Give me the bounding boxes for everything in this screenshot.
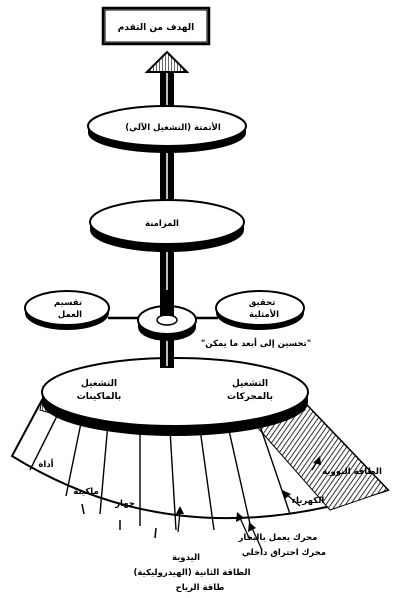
label-apparatus: جهاز (114, 499, 135, 509)
base-disc (41, 357, 309, 436)
pointer-arrows (176, 456, 321, 551)
division-of-labor-disc: تقسيم العمل (24, 290, 110, 330)
synchronization-disc: المزامنة (89, 199, 245, 252)
division-of-labor-line-1: تقسيم (54, 298, 82, 308)
label-manual: اليدوية (172, 553, 200, 563)
machine-operation-line-1: التشغيل (81, 379, 117, 389)
target-label: الهدف من التقدم (118, 23, 194, 33)
machine-operation-line-2: بالماكينات (77, 392, 122, 402)
label-combustion-engine: محرك احتراق داخلي (242, 548, 326, 558)
automation-label: الأتمتة (التشغيل الآلي) (125, 122, 221, 133)
arrow-head (144, 50, 190, 73)
optimization-line-2: الأمثلية (249, 309, 279, 320)
label-tool: أداة (38, 458, 53, 470)
optimization-disc: تحقيق الأمثلية (215, 290, 305, 330)
central-hub (137, 290, 197, 341)
engine-operation-line-1: التشغيل (232, 379, 268, 389)
synchronization-label: المزامنة (145, 219, 179, 229)
label-nuclear-power: الطاقة النووية (322, 467, 382, 477)
label-steam-engine: محرك يعمل بالبخار (238, 533, 318, 543)
label-electricity: الكهرباء (292, 496, 325, 506)
engine-operation-line-2: بالمحركات (227, 392, 273, 402)
division-of-labor-line-2: العمل (58, 310, 82, 320)
target-box: الهدف من التقدم (101, 6, 211, 46)
label-wind-power: طاقة الرياح (176, 583, 225, 593)
optimization-line-1: تحقيق (249, 298, 276, 308)
hub-caption: "تحسين إلى أبعد ما يمكن" (201, 337, 311, 349)
automation-disc: الأتمتة (التشغيل الآلي) (87, 105, 247, 153)
label-animal-power: الطاقة الثانية (الهيدروليكية) (133, 568, 250, 578)
label-machine: ماكينة (73, 487, 99, 497)
